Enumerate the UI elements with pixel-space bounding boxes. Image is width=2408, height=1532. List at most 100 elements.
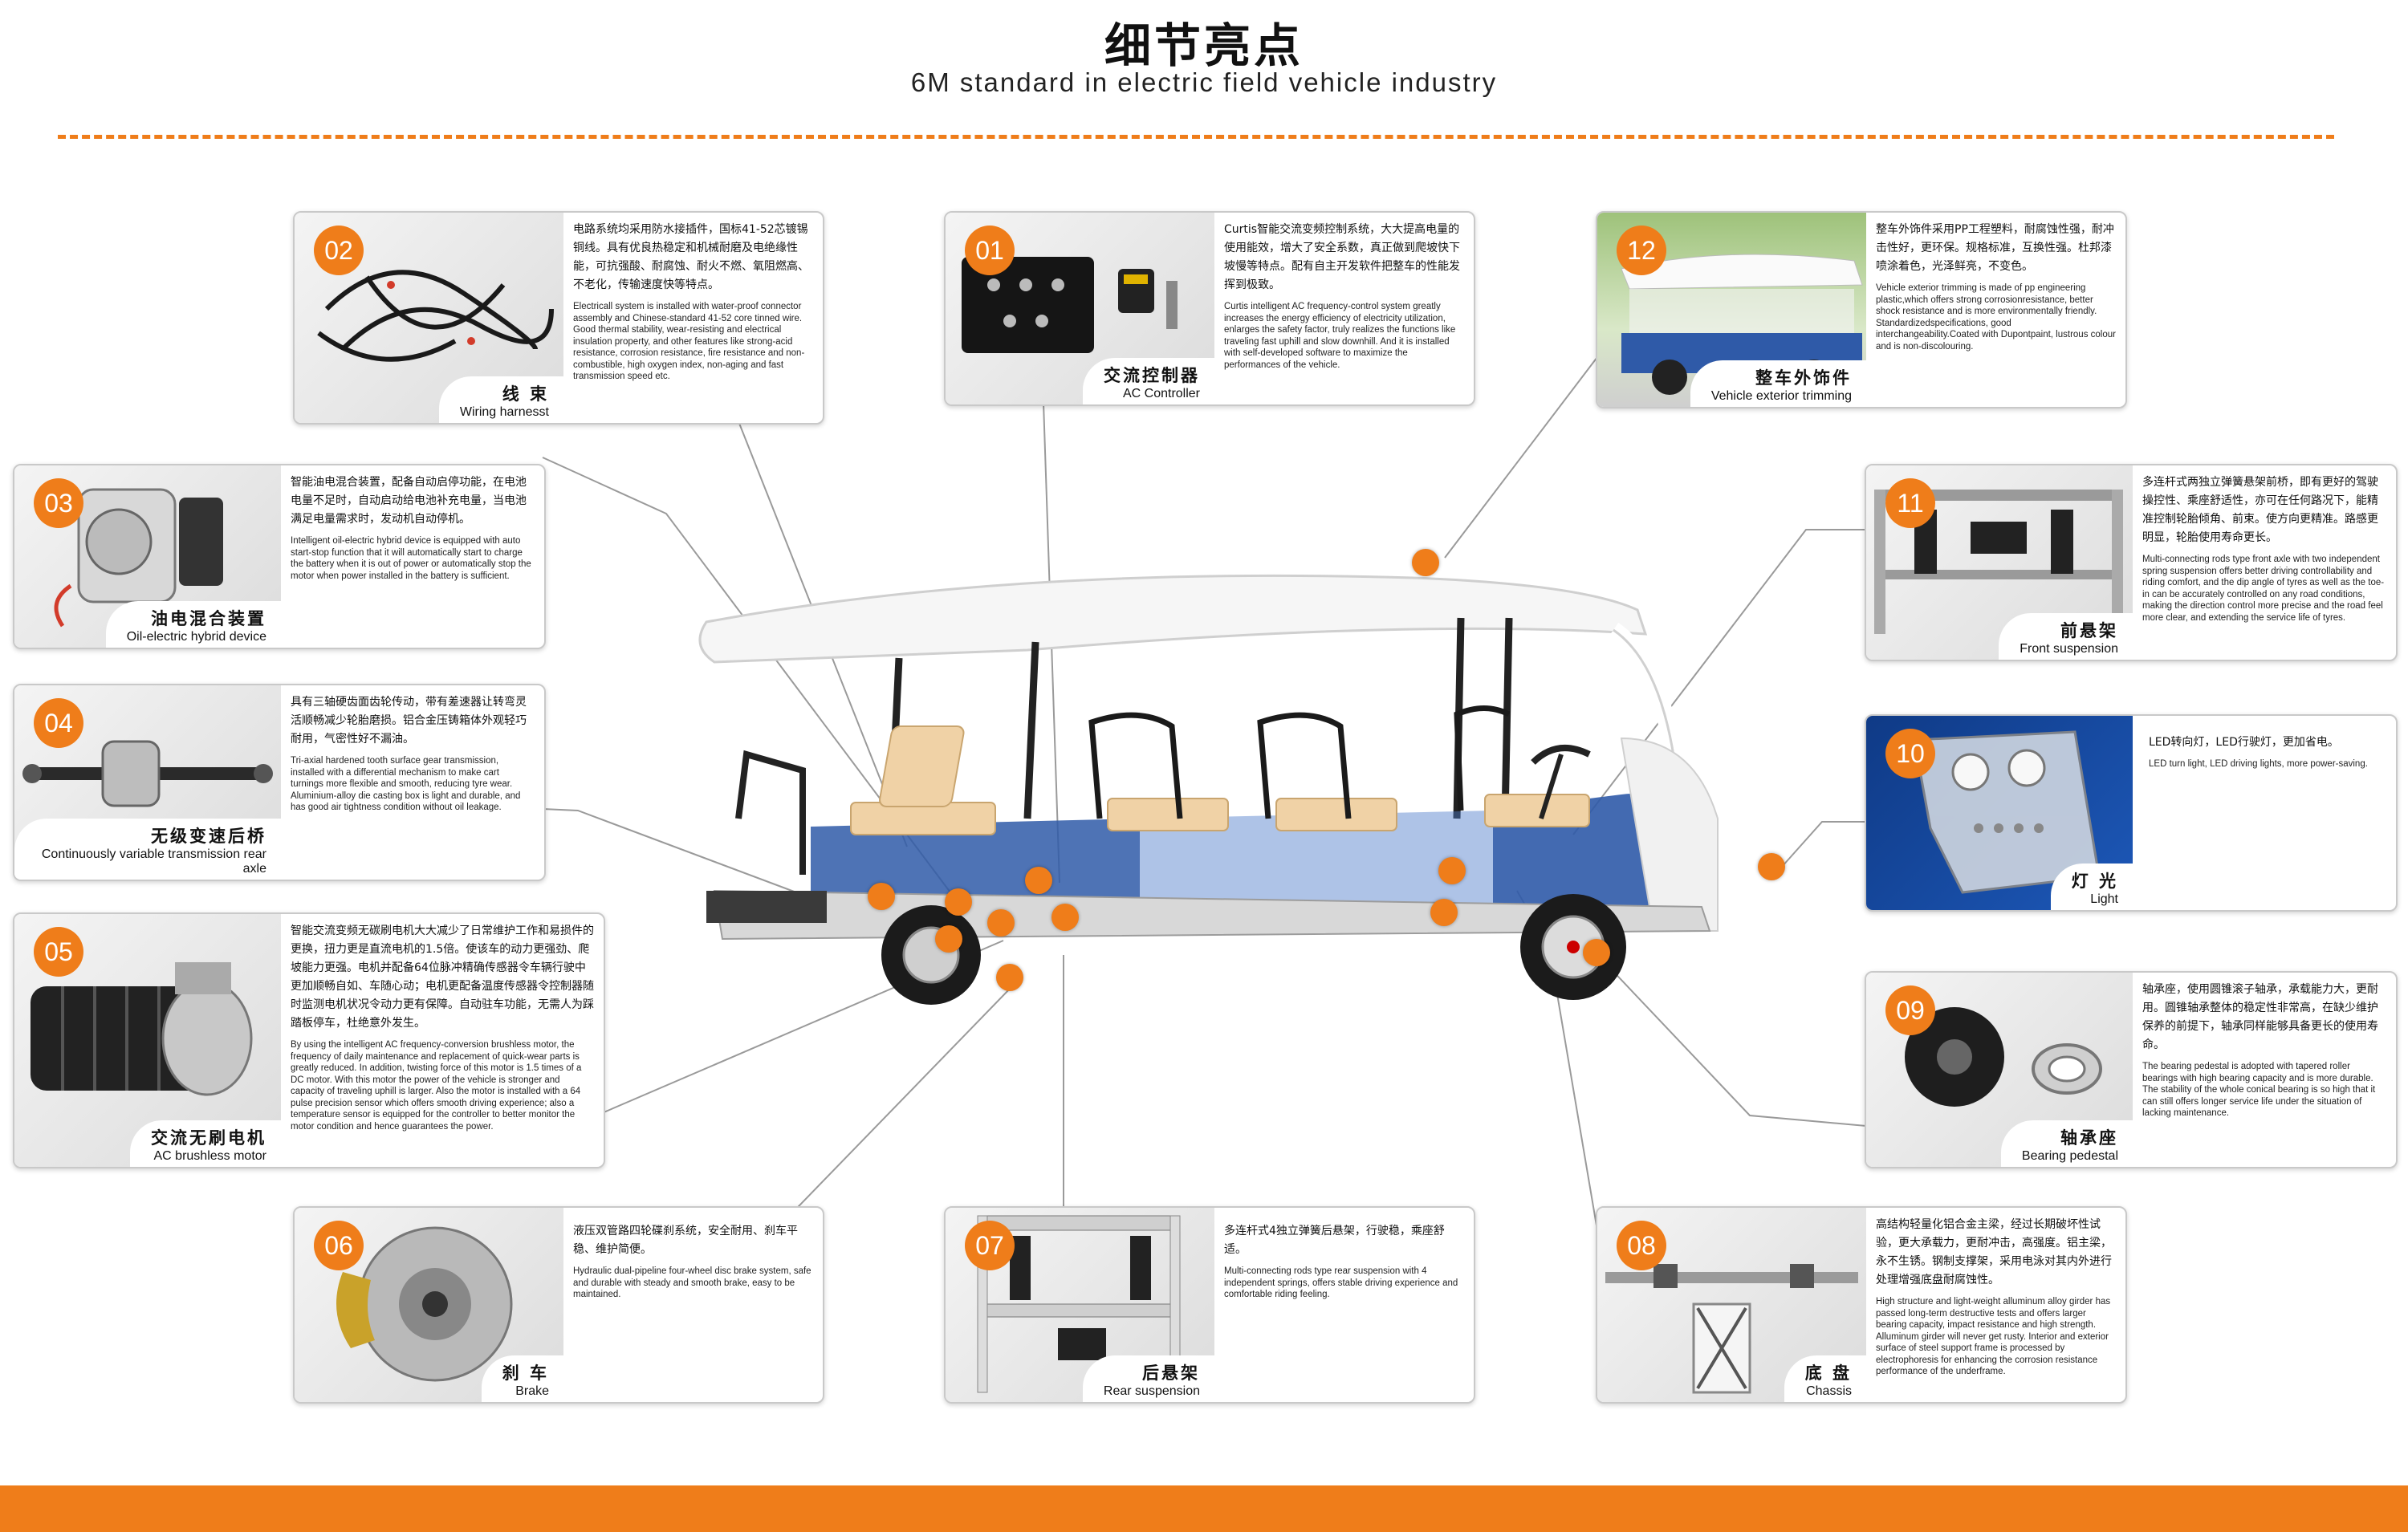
badge-12: 12: [1617, 226, 1666, 275]
desc-cn: 液压双管路四轮碟刹系统，安全耐用、刹车平稳、维护简便。: [573, 1225, 798, 1256]
badge-11: 11: [1885, 478, 1935, 528]
label-en: Bearing pedestal: [2021, 1149, 2118, 1163]
badge-07: 07: [965, 1221, 1015, 1270]
label-en: Brake: [515, 1384, 549, 1398]
label-brake: 刹 车 Brake: [481, 1355, 563, 1402]
desc-en: High structure and light-weight alluminu…: [1876, 1297, 2111, 1376]
card-exterior-trim: 12 整车外饰件 Vehicle exterior trimming 整车外饰件…: [1596, 211, 2127, 408]
desc-en: By using the intelligent AC frequency-co…: [291, 1040, 582, 1132]
badge-09: 09: [1885, 985, 1935, 1035]
desc-brake: 液压双管路四轮碟刹系统，安全耐用、刹车平稳、维护简便。 Hydraulic du…: [573, 1222, 813, 1396]
label-ac-controller: 交流控制器 AC Controller: [1083, 358, 1214, 404]
hotspot-rear-axle[interactable]: [935, 925, 962, 953]
desc-cn: 多连杆式两独立弹簧悬架前桥，即有更好的驾驶操控性、乘座舒适性，亦可在任何路况下，…: [2142, 476, 2378, 544]
badge-08: 08: [1617, 1221, 1666, 1270]
label-en: AC brushless motor: [153, 1149, 267, 1163]
badge-01: 01: [965, 226, 1015, 275]
page-subtitle: 6M standard in electric field vehicle in…: [910, 67, 1498, 97]
hotspot-light[interactable]: [1758, 853, 1785, 880]
card-wiring-harness: 02 线 束 Wiring harnesst 电路系统均采用防水接插件，国标41…: [293, 211, 824, 425]
hotspot-front-suspension[interactable]: [1438, 857, 1466, 884]
desc-cn: 高结构轻量化铝合金主梁，经过长期破坏性试验，更大承载力，更耐冲击，高强度。铝主梁…: [1876, 1218, 2112, 1286]
desc-cn: 多连杆式4独立弹簧后悬架，行驶稳，乘座舒适。: [1224, 1225, 1445, 1256]
hotspot-hybrid[interactable]: [1025, 867, 1052, 894]
desc-en: Intelligent oil-electric hybrid device i…: [291, 536, 531, 581]
badge-02: 02: [314, 226, 364, 275]
desc-en: Hydraulic dual-pipeline four-wheel disc …: [573, 1266, 811, 1299]
leader-line-04: [542, 808, 868, 920]
card-ac-controller: 01 交流控制器 AC Controller Curtis智能交流变频控制系统，…: [944, 211, 1475, 406]
hotspot-controller[interactable]: [945, 888, 972, 916]
label-front-suspension: 前悬架 Front suspension: [1999, 613, 2133, 660]
desc-chassis: 高结构轻量化铝合金主梁，经过长期破坏性试验，更大承载力，更耐冲击，高强度。铝主梁…: [1876, 1216, 2116, 1396]
label-cn: 线 束: [502, 384, 549, 404]
vehicle-roof: [698, 574, 1648, 664]
label-en: Vehicle exterior trimming: [1710, 389, 1852, 403]
desc-cn: 智能交流变频无碳刷电机大大减少了日常维护工作和易损件的更换，扭力更是直流电机的1…: [291, 924, 594, 1030]
dashed-divider: [58, 135, 2334, 139]
desc-hybrid-device: 智能油电混合装置，配备自动启停功能，在电池电量不足时，自动启动给电池补充电量，当…: [291, 473, 535, 641]
badge-10: 10: [1885, 729, 1935, 778]
desc-cn: Curtis智能交流变频控制系统，大大提高电量的使用能效，增大了安全系数，真正做…: [1224, 223, 1460, 291]
desc-en: Curtis intelligent AC frequency-control …: [1224, 302, 1456, 370]
label-cn: 前悬架: [2060, 621, 2118, 640]
desc-en: Multi-connecting rods type rear suspensi…: [1224, 1266, 1458, 1299]
desc-cn: 电路系统均采用防水接插件，国标41-52芯镀锡铜线。具有优良热稳定和机械耐磨及电…: [573, 223, 809, 291]
label-cn: 灯 光: [2071, 872, 2118, 891]
label-cn: 轴承座: [2060, 1128, 2118, 1148]
leader-line-11: [1572, 529, 1866, 835]
hotspot-exterior-trim[interactable]: [1412, 549, 1439, 576]
hotspot-wiring[interactable]: [868, 883, 895, 910]
desc-cn: 智能油电混合装置，配备自动启停功能，在电池电量不足时，自动启动给电池补充电量，当…: [291, 476, 527, 526]
label-wiring-harness: 线 束 Wiring harnesst: [438, 376, 563, 423]
label-cn: 油电混合装置: [151, 609, 266, 628]
hotspot-bearing[interactable]: [1583, 939, 1610, 966]
label-cn: 交流无刷电机: [151, 1128, 266, 1148]
card-brushless-motor: 05 交流无刷电机 AC brushless motor 智能交流变频无碳刷电机…: [13, 912, 605, 1168]
label-en: AC Controller: [1122, 387, 1200, 400]
label-cn: 后悬架: [1142, 1363, 1200, 1383]
desc-brushless-motor: 智能交流变频无碳刷电机大大减少了日常维护工作和易损件的更换，扭力更是直流电机的1…: [291, 922, 594, 1160]
leader-line-03: [542, 457, 956, 900]
label-en: Front suspension: [2020, 642, 2118, 656]
label-en: Light: [2090, 892, 2118, 906]
desc-exterior-trim: 整车外饰件采用PP工程塑料，耐腐蚀性强，耐冲击性好，更环保。规格标准，互换性强。…: [1876, 221, 2116, 400]
leader-line-12: [1444, 356, 1598, 559]
card-rear-axle: 04 无级变速后桥 Continuously variable transmis…: [13, 684, 546, 881]
electric-vehicle-illustration: [698, 574, 1719, 1005]
desc-rear-axle: 具有三轴硬齿面齿轮传动，带有差速器让转弯灵活顺畅减少轮胎磨损。铝合金压铸箱体外观…: [291, 693, 535, 873]
desc-en: Tri-axial hardened tooth surface gear tr…: [291, 756, 521, 812]
label-brushless-motor: 交流无刷电机 AC brushless motor: [130, 1120, 281, 1167]
label-chassis: 底 盘 Chassis: [1784, 1355, 1866, 1402]
label-cn: 交流控制器: [1104, 366, 1200, 385]
label-en: Wiring harnesst: [459, 405, 549, 419]
card-rear-suspension: 07 后悬架 Rear suspension 多连杆式4独立弹簧后悬架，行驶稳，…: [944, 1206, 1475, 1404]
desc-cn: 轴承座，使用圆锥滚子轴承，承载能力大，更耐用。圆锥轴承整体的稳定性非常高，在缺少…: [2142, 983, 2378, 1051]
label-en: Continuously variable transmission rear …: [41, 847, 266, 876]
desc-bearing-pedestal: 轴承座，使用圆锥滚子轴承，承载能力大，更耐用。圆锥轴承整体的稳定性非常高，在缺少…: [2142, 981, 2386, 1160]
card-hybrid-device: 03 油电混合装置 Oil-electric hybrid device 智能油…: [13, 464, 546, 649]
desc-wiring-harness: 电路系统均采用防水接插件，国标41-52芯镀锡铜线。具有优良热稳定和机械耐磨及电…: [573, 221, 813, 417]
label-cn: 刹 车: [502, 1363, 549, 1383]
label-en: Chassis: [1806, 1384, 1852, 1398]
hotspot-rear-suspension[interactable]: [1051, 904, 1079, 931]
label-hybrid-device: 油电混合装置 Oil-electric hybrid device: [105, 601, 281, 648]
desc-en: Vehicle exterior trimming is made of pp …: [1876, 283, 2116, 352]
hotspot-chassis[interactable]: [1430, 899, 1458, 926]
leader-line-06: [775, 986, 1012, 1231]
leader-line-10: [1781, 821, 1866, 868]
desc-light: LED转向灯，LED行驶灯，更加省电。 LED turn light, LED …: [2149, 733, 2386, 904]
label-en: Oil-electric hybrid device: [126, 630, 266, 644]
desc-en: LED turn light, LED driving lights, more…: [2149, 759, 2368, 769]
desc-en: The bearing pedestal is adopted with tap…: [2142, 1062, 2376, 1118]
card-chassis: 08 底 盘 Chassis 高结构轻量化铝合金主梁，经过长期破坏性试验，更大承…: [1596, 1206, 2127, 1404]
badge-06: 06: [314, 1221, 364, 1270]
hotspot-brake[interactable]: [996, 964, 1023, 991]
label-light: 灯 光 Light: [2050, 864, 2133, 910]
desc-front-suspension: 多连杆式两独立弹簧悬架前桥，即有更好的驾驶操控性、乘座舒适性，亦可在任何路况下，…: [2142, 473, 2386, 653]
hotspot-motor[interactable]: [987, 909, 1015, 937]
label-rear-axle: 无级变速后桥 Continuously variable transmissio…: [14, 819, 281, 880]
label-cn: 底 盘: [1804, 1363, 1852, 1383]
badge-03: 03: [34, 478, 83, 528]
label-bearing-pedestal: 轴承座 Bearing pedestal: [2000, 1120, 2133, 1167]
